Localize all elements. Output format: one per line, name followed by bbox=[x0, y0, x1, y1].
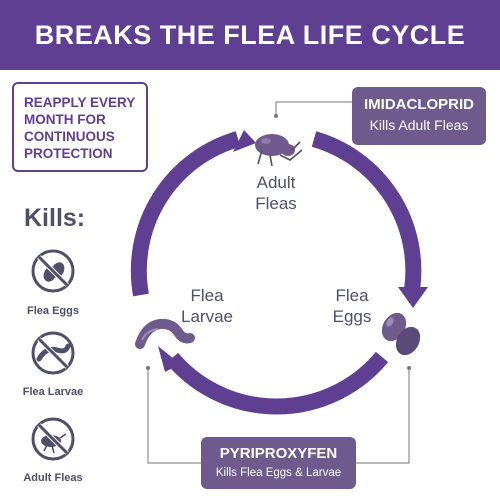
pyriproxyfen-box: PYRIPROXYFEN Kills Flea Eggs & Larvae bbox=[201, 437, 356, 489]
imidacloprid-subtitle: Kills Adult Fleas bbox=[369, 117, 469, 133]
page-title: BREAKS THE FLEA LIFE CYCLE bbox=[34, 19, 466, 50]
pyriproxyfen-subtitle: Kills Flea Eggs & Larvae bbox=[215, 467, 342, 479]
reapply-line: MONTH FOR bbox=[24, 112, 106, 127]
cycle-arc-left bbox=[130, 131, 241, 297]
header-banner: BREAKS THE FLEA LIFE CYCLE bbox=[0, 0, 500, 70]
adult-flea-icon bbox=[255, 134, 303, 167]
kill-label-flea-eggs: Flea Eggs bbox=[27, 305, 79, 317]
cycle-arrowhead-right bbox=[398, 287, 428, 308]
imidacloprid-box: IMIDACLOPRID Kills Adult Fleas bbox=[352, 87, 486, 145]
no-flea-larvae-icon bbox=[31, 331, 75, 375]
kill-label-flea-larvae: Flea Larvae bbox=[22, 386, 84, 398]
reapply-line: REAPPLY EVERY bbox=[24, 95, 136, 110]
flea-eggs-icon bbox=[381, 312, 421, 356]
pyriproxyfen-title: PYRIPROXYFEN bbox=[219, 445, 338, 462]
reapply-callout: REAPPLY EVERY MONTH FOR CONTINUOUS PROTE… bbox=[12, 82, 148, 172]
kill-label-adult-fleas: Adult Fleas bbox=[23, 472, 83, 484]
imidacloprid-connector bbox=[275, 101, 352, 116]
no-adult-fleas-icon bbox=[31, 417, 75, 461]
reapply-line: CONTINUOUS bbox=[24, 129, 115, 144]
pyriproxyfen-connector-right bbox=[356, 368, 410, 464]
stage-label-flea-larvae: Flea Larvae bbox=[181, 286, 233, 326]
connector-dot bbox=[274, 114, 278, 118]
kills-heading: Kills: bbox=[24, 204, 86, 232]
cycle-arrowhead-bottom bbox=[158, 346, 180, 372]
cycle-arc-right bbox=[311, 131, 422, 292]
imidacloprid-title: IMIDACLOPRID bbox=[364, 96, 474, 113]
connector-dot bbox=[146, 366, 150, 370]
flea-larva-icon bbox=[135, 318, 195, 349]
reapply-line: PROTECTION bbox=[24, 146, 113, 161]
connector-dot bbox=[407, 366, 411, 370]
stage-label-adult-fleas: Adult Fleas bbox=[255, 173, 297, 213]
cycle-arc-bottom bbox=[165, 351, 389, 415]
no-flea-eggs-icon bbox=[31, 249, 75, 293]
stage-label-flea-eggs: Flea Eggs bbox=[332, 286, 372, 326]
pyriproxyfen-connector-left bbox=[147, 368, 201, 464]
cycle-arrowhead-left bbox=[233, 130, 256, 152]
